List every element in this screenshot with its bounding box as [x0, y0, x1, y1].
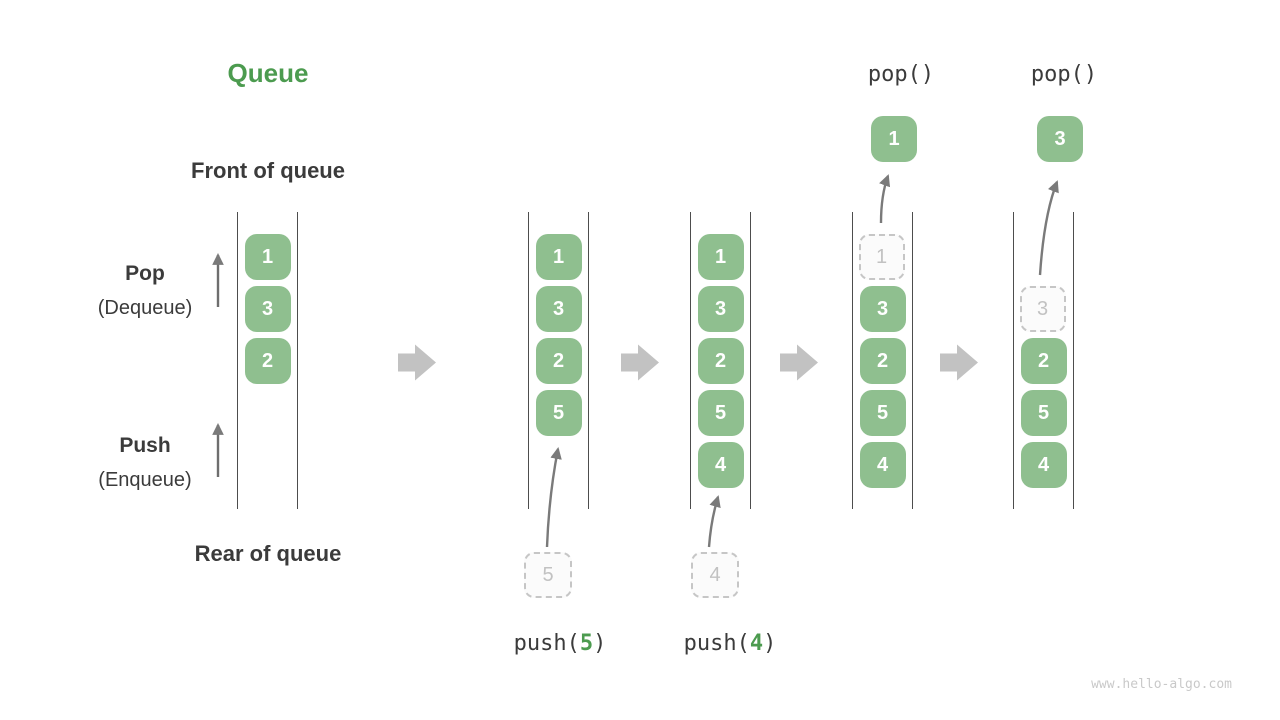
queue-item: 2	[697, 338, 744, 384]
diagram-title: Queue	[227, 58, 309, 88]
push-call-open: push(	[513, 631, 580, 656]
queue-item: 1	[244, 234, 291, 280]
push-call-label-5: push(5)	[480, 631, 640, 656]
queue-column-1	[237, 212, 298, 509]
enqueue-sublabel: (Enqueue)	[98, 469, 192, 491]
queue-item: 5	[859, 390, 906, 436]
dequeued-slot: 1	[858, 234, 905, 280]
dequeued-slot: 3	[1019, 286, 1066, 332]
queue-item: 4	[697, 442, 744, 488]
pop-label: Pop	[125, 262, 165, 285]
push-call-open: push(	[683, 631, 750, 656]
queue-item: 1	[697, 234, 744, 280]
push-label-group: Push (Enqueue)	[55, 428, 235, 498]
queue-column-5	[1013, 212, 1074, 509]
queue-column-3	[690, 212, 751, 509]
queue-item: 5	[1020, 390, 1067, 436]
rear-of-queue-label: Rear of queue	[194, 541, 342, 566]
queue-item: 2	[1020, 338, 1067, 384]
queue-item: 4	[859, 442, 906, 488]
popped-value-box-1: 1	[871, 116, 917, 162]
queue-item: 2	[244, 338, 291, 384]
queue-item: 4	[1020, 442, 1067, 488]
push-call-arg: 4	[749, 631, 764, 656]
front-of-queue-label: Front of queue	[191, 158, 345, 183]
push-call-close: )	[593, 631, 607, 656]
queue-item: 3	[859, 286, 906, 332]
queue-item: 3	[535, 286, 582, 332]
pop-call-label-1: pop()	[867, 62, 935, 87]
dequeue-sublabel: (Dequeue)	[97, 297, 193, 319]
pop-label-group: Pop (Dequeue)	[55, 256, 235, 326]
push-call-arg: 5	[579, 631, 594, 656]
queue-item: 5	[697, 390, 744, 436]
push-call-label-4: push(4)	[650, 631, 810, 656]
pop-call-label-2: pop()	[1030, 62, 1098, 87]
popped-value-box-2: 3	[1037, 116, 1083, 162]
push-label: Push	[119, 434, 171, 457]
incoming-value-box-5: 5	[524, 552, 572, 598]
queue-item: 3	[697, 286, 744, 332]
watermark: www.hello-algo.com	[1091, 677, 1232, 692]
push-call-close: )	[763, 631, 777, 656]
queue-item: 2	[535, 338, 582, 384]
queue-column-2	[528, 212, 589, 509]
incoming-value-box-4: 4	[691, 552, 739, 598]
queue-item: 2	[859, 338, 906, 384]
queue-item: 3	[244, 286, 291, 332]
queue-column-4	[852, 212, 913, 509]
queue-item: 1	[535, 234, 582, 280]
queue-item: 5	[535, 390, 582, 436]
